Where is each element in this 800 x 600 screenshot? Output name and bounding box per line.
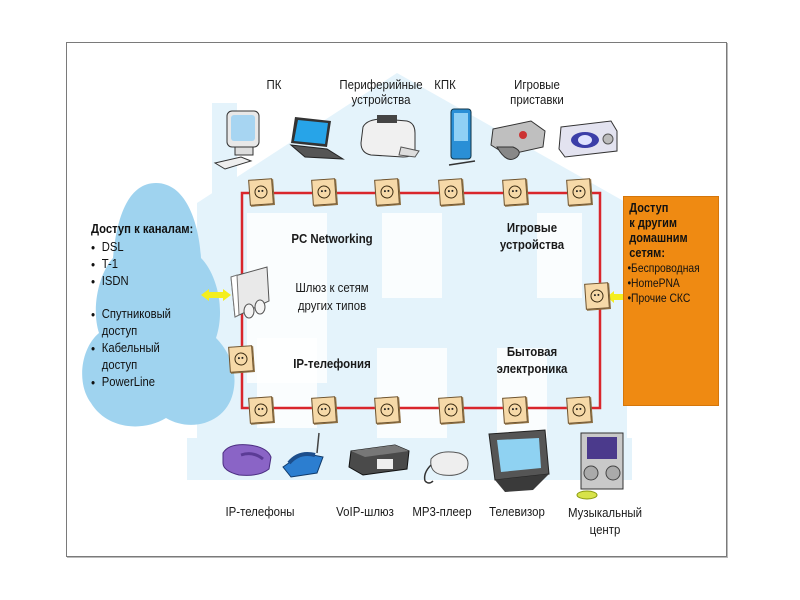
label-pda: КПК: [434, 77, 456, 92]
channel-item: T-1: [91, 256, 193, 273]
network-socket: [438, 396, 464, 424]
network-socket: [311, 178, 337, 206]
network-socket: [502, 178, 528, 206]
game-console-icon: [490, 120, 546, 160]
network-socket: [566, 396, 592, 424]
ip-phone-icon: [282, 432, 324, 478]
zone-pc-networking: PC Networking: [291, 231, 373, 246]
stereo-system-icon: [576, 432, 624, 500]
game-console-icon: [558, 120, 618, 158]
channel-item: PowerLine: [91, 374, 193, 391]
zone-ip-telephony: IP-телефония: [293, 356, 371, 371]
label-mp3-player: MP3-плеер: [412, 504, 472, 519]
network-socket: [502, 396, 528, 424]
desktop-pc-icon: [213, 110, 260, 170]
label-tv: Телевизор: [489, 504, 545, 519]
tv-icon: [488, 429, 550, 492]
pda-icon: [448, 108, 476, 166]
network-socket: [374, 396, 400, 424]
network-socket: [248, 178, 274, 206]
gateway-label: Шлюз к сетям других типов: [295, 280, 369, 313]
channel-item: DSL: [91, 239, 193, 256]
arrow-cloud-gateway: [201, 289, 231, 301]
network-socket: [374, 178, 400, 206]
network-socket: [584, 282, 610, 310]
voip-gateway-icon: [348, 444, 410, 476]
channel-access-list: Доступ к каналам: DSL T-1 ISDN Спутников…: [91, 221, 193, 391]
network-socket: [311, 396, 337, 424]
network-socket: [228, 345, 254, 373]
ip-phone-icon: [222, 444, 272, 476]
printer-icon: [360, 115, 420, 158]
channel-item: ISDN: [91, 273, 193, 290]
network-socket: [438, 178, 464, 206]
laptop-icon: [289, 117, 345, 160]
label-ip-phones: IP-телефоны: [225, 504, 295, 519]
channel-access-title: Доступ к каналам:: [91, 222, 194, 236]
network-socket: [566, 178, 592, 206]
gateway-icon: [230, 266, 270, 319]
diagram-frame: Доступ к каналам: DSL T-1 ISDN Спутников…: [66, 42, 727, 557]
other-networks-box: Доступ к другим домашним сетям: Беспрово…: [623, 196, 719, 406]
other-network-item: Беспроводная: [627, 261, 704, 276]
mp3-player-icon: [423, 451, 469, 484]
arrow-socket-other-networks: [607, 291, 625, 303]
label-pc: ПК: [266, 77, 282, 92]
label-voip-gateway: VoIP-шлюз: [336, 504, 394, 519]
other-network-item: HomePNA: [627, 276, 704, 291]
network-socket: [248, 396, 274, 424]
other-network-item: Прочие СКС: [627, 291, 704, 306]
